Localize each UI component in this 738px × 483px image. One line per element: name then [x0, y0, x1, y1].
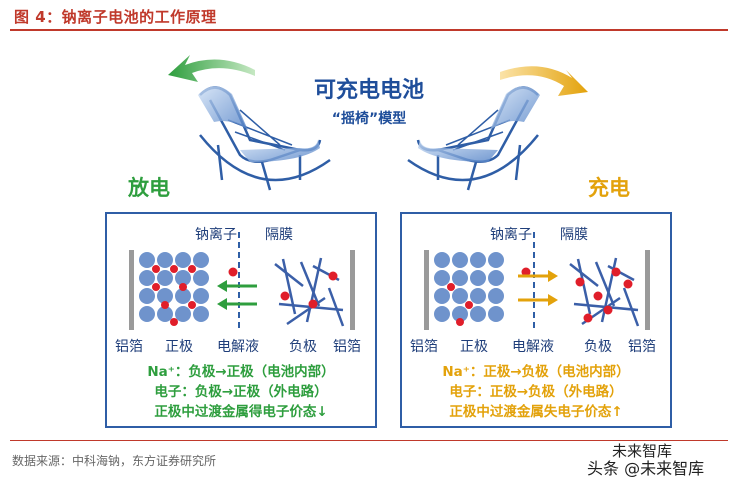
anode-label: 负极 [584, 339, 612, 355]
discharge-cell-diagram [129, 232, 355, 332]
foil-label-right: 铝箔 [628, 339, 656, 355]
discharge-electron-line: 电子：负极→正极（外电路） [154, 384, 328, 400]
electrolyte-label: 电解液 [217, 339, 259, 355]
discharge-label: 放电 [128, 176, 170, 200]
separator-label: 隔膜 [560, 227, 588, 243]
electrolyte-label: 电解液 [512, 339, 554, 355]
source-divider [10, 440, 728, 441]
discharge-na-line: Na⁺：负极→正极（电池内部） [147, 364, 335, 380]
charge-valence-line: 正极中过渡金属失电子价态↑ [449, 404, 623, 420]
watermark-top: 未来智库 [612, 442, 673, 460]
discharge-valence-line: 正极中过渡金属得电子价态↓ [154, 404, 328, 420]
source-note: 数据来源：中科海钠，东方证券研究所 [12, 454, 217, 468]
charge-electron-line: 电子：正极→负极（外电路） [449, 384, 623, 400]
cathode-label: 正极 [165, 339, 193, 355]
rocking-chair-left-icon [168, 55, 588, 191]
foil-label-left: 铝箔 [410, 339, 438, 355]
figure-title: 图 4：钠离子电池的工作原理 [14, 8, 217, 26]
charge-arrow-icon [518, 270, 558, 306]
cathode-lattice [434, 252, 504, 322]
watermark-bottom: 头条 @未来智库 [587, 459, 705, 478]
discharge-panel: 钠离子 隔膜 铝箔 正极 电解液 负极 铝箔 Na⁺：负极→正极（电池内部） 电… [105, 212, 377, 428]
cathode-lattice [139, 252, 209, 322]
center-title: 可充电电池 [313, 78, 424, 103]
charge-panel: 钠离子 隔膜 铝箔 正极 电解液 负极 铝箔 Na⁺：正极→负极（电池内部） 电… [400, 212, 672, 428]
charge-na-line: Na⁺：正极→负极（电池内部） [442, 364, 630, 380]
ion-label: 钠离子 [195, 227, 237, 243]
title-divider [10, 29, 728, 31]
foil-label-left: 铝箔 [115, 339, 143, 355]
discharge-arrow-icon [217, 280, 257, 310]
charge-cell-diagram [424, 232, 650, 332]
cathode-label: 正极 [460, 339, 488, 355]
foil-label-right: 铝箔 [333, 339, 361, 355]
charge-label: 充电 [588, 176, 630, 200]
anode-label: 负极 [289, 339, 317, 355]
separator-label: 隔膜 [265, 227, 293, 243]
ion-label: 钠离子 [490, 227, 532, 243]
center-subtitle: “摇椅”模型 [331, 111, 407, 127]
